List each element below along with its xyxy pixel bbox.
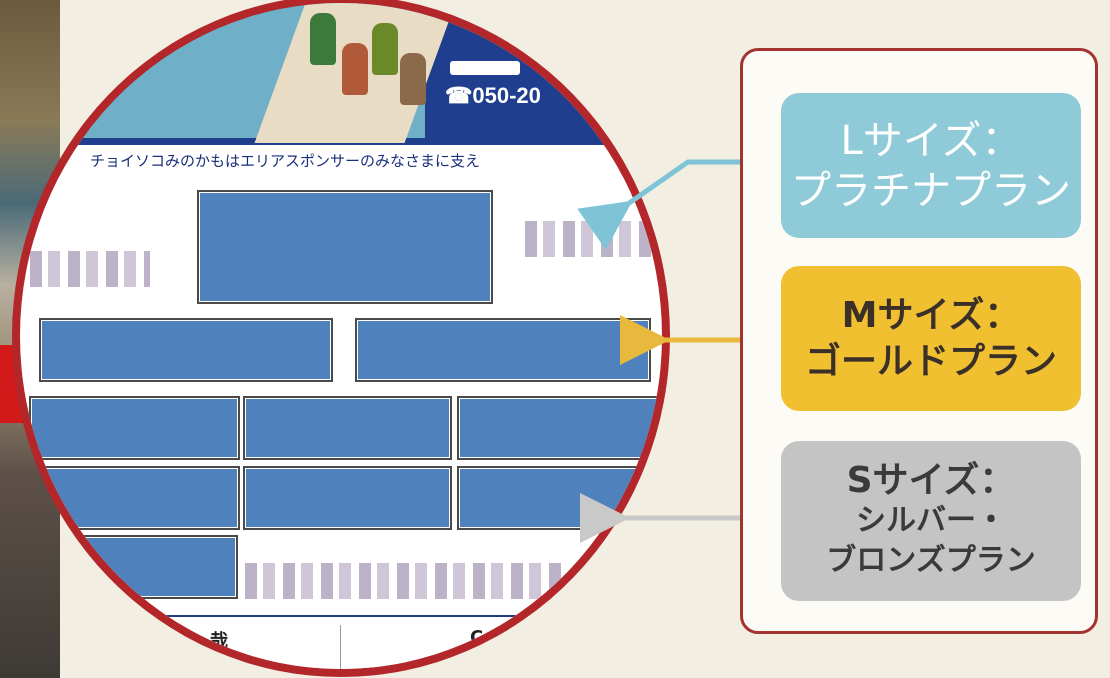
poster-illustration [80, 3, 456, 143]
plan-gold-name: ゴールドプラン [804, 340, 1057, 382]
sponsor-box-m-2 [355, 318, 651, 382]
poster-footer: 哉 C [20, 615, 662, 669]
plan-silver-bronze: Sサイズ： シルバー・ ブロンズプラン [781, 441, 1081, 601]
magnified-poster: ☎050-20 チョイソコみのかもはエリアスポンサーのみなさまに支え 哉 C [12, 0, 670, 677]
sponsor-box-l [197, 190, 493, 304]
plan-silver-name-1: シルバー・ [856, 503, 1006, 538]
plan-silver-size: Sサイズ： [846, 460, 1016, 501]
sponsor-heading: チョイソコみのかもはエリアスポンサーのみなさまに支え [90, 152, 481, 170]
phone-label-chip [450, 61, 520, 75]
plan-silver-name-2: ブロンズプラン [826, 543, 1036, 578]
plan-gold-size: Mサイズ： [841, 294, 1021, 336]
sponsor-box-s-1 [29, 396, 240, 460]
plan-gold: Mサイズ： ゴールドプラン [781, 266, 1081, 411]
sponsor-box-s-2 [243, 396, 452, 460]
poster-header: ☎050-20 [20, 3, 662, 145]
skyline-left [30, 251, 150, 287]
plan-platinum: Lサイズ： プラチナプラン [781, 93, 1081, 238]
sponsor-box-s-3 [457, 396, 662, 460]
poster-phone: ☎050-20 [445, 83, 541, 108]
sponsor-box-s-5 [243, 466, 452, 530]
plan-panel: Lサイズ： プラチナプラン Mサイズ： ゴールドプラン Sサイズ： シルバー・ … [740, 48, 1098, 634]
plan-platinum-size: Lサイズ： [840, 117, 1022, 164]
footer-text-right: C [470, 627, 484, 648]
sponsor-box-s-4 [29, 466, 240, 530]
sponsor-box-s-7 [77, 535, 238, 599]
footer-text-left: 哉 [210, 631, 228, 652]
sponsor-box-m-1 [39, 318, 333, 382]
skyline-bottom [245, 563, 565, 599]
plan-platinum-name: プラチナプラン [791, 167, 1071, 214]
